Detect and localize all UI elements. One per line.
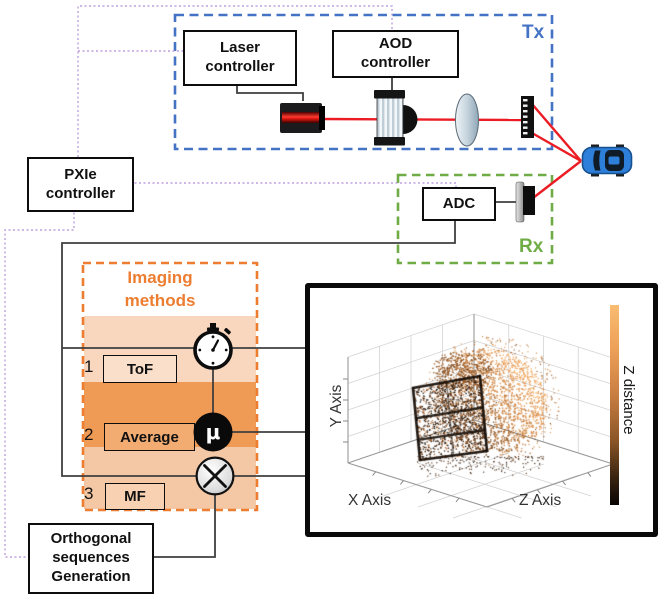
wire-pxie-aodctrl (77, 5, 393, 157)
pointcloud-plot: Y Axis X Axis Z Axis Z distance (305, 283, 658, 537)
car-icon (581, 144, 633, 177)
signal-wires (61, 74, 517, 558)
beam-scan-lower (531, 131, 582, 163)
mu-symbol: μ (206, 420, 221, 444)
grating-icon (521, 96, 534, 138)
method-number-1: 1 (84, 357, 94, 376)
mean-icon: μ (193, 412, 233, 452)
rx-zone-border (396, 173, 554, 265)
beam-return (532, 160, 582, 199)
multiplier-icon (195, 456, 235, 496)
laser-beams (321, 103, 582, 199)
wire-laserctrl-laser (236, 82, 304, 101)
pxie-label-line2: controller (45, 184, 116, 202)
mf-label: MF (124, 488, 146, 505)
laser-device-icon (280, 103, 325, 133)
wire-pxie-adc (130, 182, 457, 188)
pxie-controller-box: PXIe controller (27, 157, 134, 212)
orthogonal-label-line1: Orthogonal (50, 530, 132, 548)
average-label: Average (120, 428, 179, 446)
orthogonal-label-line2: sequences (52, 549, 130, 567)
wire-pxie-orthogonal (4, 208, 75, 558)
laser-controller-label-line2: controller (205, 58, 275, 75)
method-number-2: 2 (84, 425, 94, 444)
z-axis-label: Z Axis (519, 492, 562, 509)
stopwatch-icon (188, 321, 238, 375)
aod-controller-label-line2: controller (360, 54, 431, 71)
aod-controller-box: AOD controller (332, 30, 459, 78)
wire-adc-methods (61, 216, 456, 477)
tof-method-box: ToF (103, 355, 177, 383)
orthogonal-label-line3: Generation (51, 567, 131, 585)
method-number-3: 3 (84, 484, 94, 503)
pxie-label-line1: PXIe (64, 165, 97, 183)
adc-box: ADC (422, 187, 496, 221)
wire-multiplier-orthogonal (150, 495, 216, 558)
lens-icon (455, 93, 479, 147)
laser-controller-label-line1: Laser (219, 39, 261, 57)
adc-label: ADC (442, 194, 476, 212)
beam-laser-grating (321, 117, 522, 122)
colorbar-label: Z distance (620, 365, 637, 435)
tof-label: ToF (126, 360, 154, 378)
x-axis-label: X Axis (348, 492, 392, 509)
laser-controller-box: Laser controller (183, 30, 297, 86)
photodetector-icon (515, 181, 535, 223)
imaging-methods-title: Imaging methods (124, 268, 196, 310)
aod-device-icon (374, 90, 418, 146)
mf-method-box: MF (105, 483, 165, 510)
control-wires (4, 5, 457, 558)
orthogonal-generation-box: Orthogonal sequences Generation (28, 523, 154, 594)
imaging-zone-border (81, 261, 259, 512)
tx-zone-border (173, 13, 554, 151)
rx-zone-label: Rx (519, 236, 544, 257)
aod-controller-label-line1: AOD (378, 35, 413, 53)
average-method-box: Average (104, 423, 195, 451)
beam-scan-upper (531, 103, 582, 162)
y-axis-label: Y Axis (328, 384, 345, 428)
colorbar (610, 305, 619, 505)
tx-zone-label: Tx (522, 22, 545, 43)
car-point-cloud (310, 288, 653, 532)
